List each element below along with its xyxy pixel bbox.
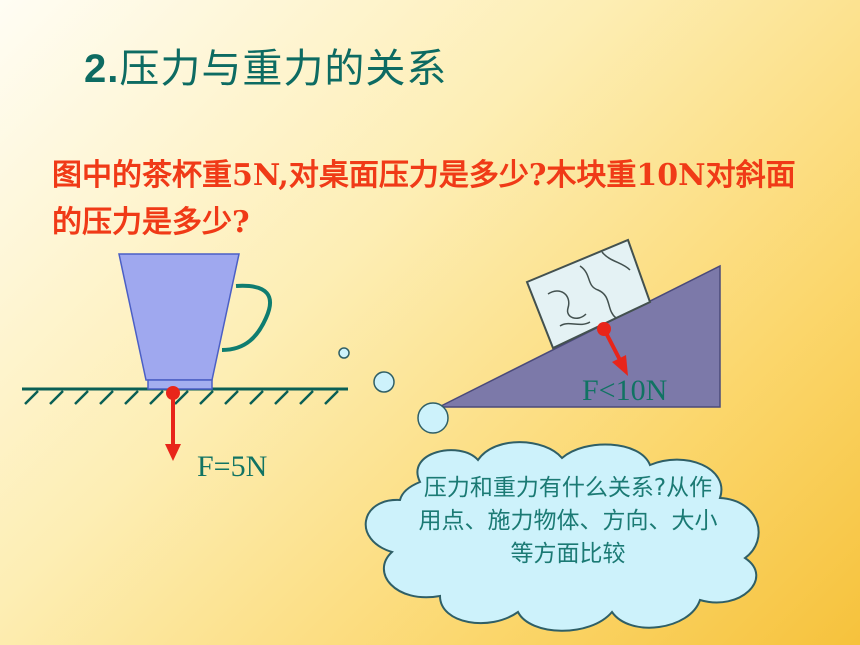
thought-cloud [364, 441, 760, 632]
cup-force-arrow [165, 386, 181, 461]
question-text: 图中的茶杯重5N,对桌面压力是多少?木块重10N对斜面的压力是多少? [52, 158, 796, 240]
cup-force-label: F=5N [197, 450, 268, 483]
cup-base [147, 379, 213, 390]
wooden-block [525, 238, 652, 350]
cup-handle [221, 283, 272, 352]
thought-cloud-text: 压力和重力有什么关系?从作用点、施力物体、方向、大小等方面比较 [418, 475, 718, 567]
slide-title: 2.压力与重力的关系 [84, 36, 447, 94]
title-number: 2. [84, 47, 120, 91]
cup-body [118, 253, 240, 381]
block-force-label: F<10N [582, 374, 668, 407]
title-text: 压力与重力的关系 [119, 46, 448, 92]
thought-bubbles [338, 347, 449, 434]
block-force-arrow [597, 322, 628, 376]
table-surface [22, 387, 348, 405]
teacup [118, 253, 272, 390]
